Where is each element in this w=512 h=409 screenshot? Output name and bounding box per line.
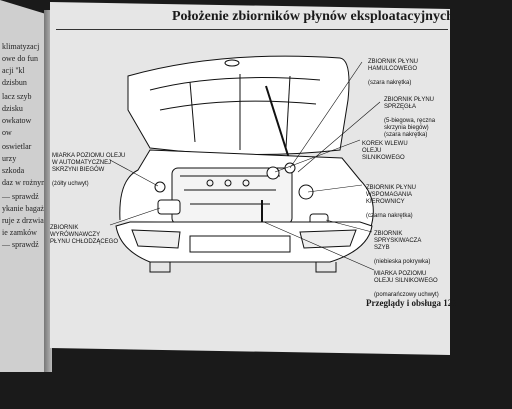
hood-shape	[127, 55, 350, 156]
left-page-text: ykanie bagażnik	[2, 204, 46, 213]
left-page-text: lacz szyb	[2, 92, 32, 101]
label-engine-oil-dipstick: MIARKA POZIOMU OLEJU SILNIKOWEGO (pomara…	[374, 271, 439, 298]
hood-prop-rod	[265, 85, 293, 169]
left-page-text: dzisbun	[2, 78, 27, 87]
label-coolant-reservoir: ZBIORNIK WYRÓWNAWCZY PŁYNU CHŁODZĄCEGO	[50, 225, 119, 245]
label-brake-fluid: ZBIORNIK PŁYNU HAMULCOWEGO (szara nakręt…	[368, 59, 419, 86]
page-footer: Przeglądy i obsługa 123	[366, 298, 457, 308]
left-page-text: daz w rożnym	[2, 178, 46, 187]
left-page-text: acji ''kl	[2, 66, 25, 75]
label-clutch-fluid: ZBIORNIK PŁYNU SPRZĘGŁA (5-biegowa, ręcz…	[384, 97, 436, 138]
hood-emblem	[224, 59, 240, 67]
atf-dipstick	[154, 181, 166, 193]
left-page-text: klimatyzacj	[2, 42, 40, 51]
left-page-text: urzy	[2, 154, 17, 163]
left-page-text: — sprawdź	[2, 192, 39, 201]
coolant-reservoir	[157, 199, 181, 215]
right-headlight	[299, 229, 357, 249]
left-page-text: szkoda	[2, 166, 25, 175]
oil-filler-cap	[266, 166, 280, 180]
left-page: klimatyzacj owe do fun acji ''kl dzisbun…	[0, 0, 46, 372]
label-atf-dipstick: MIARKA POZIOMU OLEJU W AUTOMATYCZNEJ SKR…	[52, 153, 126, 187]
front-grille	[189, 235, 291, 253]
label-washer-reservoir: ZBIORNIK SPRYSKIWACZA SZYB (niebieska po…	[374, 231, 431, 265]
left-headlight	[131, 229, 181, 249]
page-title: Położenie zbiorników płynów eksploatacyj…	[172, 9, 454, 24]
leader-lines	[109, 61, 381, 271]
label-oil-filler-cap: KOREK WLEWU OLEJU SILNIKOWEGO	[362, 141, 408, 161]
left-page-text: dzisku	[2, 104, 23, 113]
left-page-text: ow	[2, 128, 12, 137]
power-steering-reservoir	[298, 184, 314, 200]
left-page-text: — sprawdź	[2, 240, 39, 249]
left-page-text: owkatow	[2, 116, 32, 125]
left-page-text: ruje z drzwiami	[2, 216, 46, 225]
label-power-steering: ZBIORNIK PŁYNU WSPOMAGANIA KIEROWNICY (c…	[366, 185, 417, 219]
title-rule	[56, 29, 448, 30]
left-page-text: ie zamków	[2, 228, 37, 237]
left-page-text: oswietlar	[2, 142, 32, 151]
left-page-text: owe do fun	[2, 54, 38, 63]
book-gutter	[44, 10, 52, 372]
